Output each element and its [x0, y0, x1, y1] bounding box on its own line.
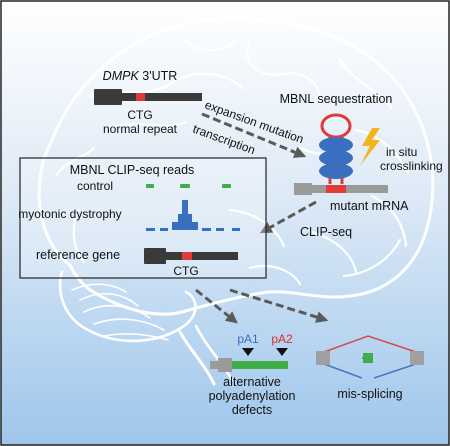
reference-gene-label: reference gene: [36, 248, 120, 262]
clip-seq-arrow-group: CLIP-seq: [259, 200, 352, 239]
dm-read-small-1: [146, 228, 155, 231]
brain-illustration: [37, 16, 435, 386]
dm-read-small-3: [202, 228, 211, 231]
mbnl-proteins: [319, 137, 353, 179]
dmpk-gene-group: DMPK 3'UTR CTG normal repeat: [94, 69, 202, 136]
mbnl-sequestration-label: MBNL sequestration: [280, 92, 393, 106]
mis-splicing-group: mis-splicing: [316, 335, 424, 401]
clip-seq-label: CLIP-seq: [300, 225, 352, 239]
reference-exon-left: [144, 248, 166, 264]
control-read-1: [146, 184, 154, 188]
clip-seq-arrow: [259, 200, 317, 234]
exon-right: [410, 351, 424, 365]
control-reads-track: [146, 184, 231, 188]
pa2-label: pA2: [271, 332, 293, 346]
apa-exon-gray-left: [210, 361, 218, 369]
splice-junction-top: [323, 335, 417, 353]
control-read-2: [180, 184, 190, 188]
mbnl-sequestration-group: MBNL sequestration in situ crosslinking …: [280, 92, 443, 213]
ctg-top-label: CTG: [127, 108, 152, 122]
exon-left: [316, 351, 330, 365]
crosslinking-label: crosslinking: [380, 159, 443, 173]
ctg-normal-repeat-mark: [136, 93, 145, 101]
apa-label-line2: polyadenylation: [209, 389, 296, 403]
reads-title: MBNL CLIP-seq reads: [70, 163, 195, 177]
dm-read-small-4: [216, 228, 224, 231]
splice-junction-bottom: [323, 363, 417, 379]
normal-repeat-label: normal repeat: [103, 122, 178, 136]
reference-utr-bar: [166, 252, 238, 260]
control-label: control: [77, 179, 113, 193]
apa-label-line1: alternative: [223, 375, 281, 389]
mis-splicing-label: mis-splicing: [337, 387, 402, 401]
exon-middle-alternative: [363, 353, 373, 363]
dmpk-exon-left: [94, 89, 122, 105]
splicing-arrow: [229, 288, 329, 323]
mutant-repeat-mark: [326, 185, 346, 193]
dm-reads-track: [146, 200, 240, 231]
pa1-site-marker: [242, 348, 254, 356]
dmpk-label: DMPK 3'UTR: [103, 69, 178, 83]
dm-read-small-5: [232, 228, 240, 231]
apa-group: pA1 pA2 alternative polyadenylation defe…: [209, 332, 296, 417]
ctg-bottom-label: CTG: [173, 264, 198, 278]
reference-ctg-mark: [182, 252, 192, 260]
expansion-arrow: [201, 112, 307, 158]
mutant-mrna-exon: [294, 183, 312, 195]
mutant-mrna-bar: [312, 185, 388, 193]
apa-exon-gray: [218, 358, 232, 372]
lightning-icon: [360, 128, 380, 166]
myotonic-dystrophy-label: myotonic dystrophy: [18, 207, 121, 221]
apa-arrow: [195, 288, 238, 324]
mutant-mrna-label: mutant mRNA: [330, 199, 409, 213]
pa1-label: pA1: [237, 332, 259, 346]
dmpk-utr-bar: [122, 93, 202, 101]
apa-label-line3: defects: [232, 403, 272, 417]
in-situ-label: in situ: [386, 145, 417, 159]
dm-read-small-2: [160, 228, 168, 231]
control-read-3: [222, 184, 231, 188]
dm-read-peak: [182, 200, 188, 230]
clip-reads-panel: MBNL CLIP-seq reads control myotonic dys…: [18, 157, 267, 279]
dm-read-base: [172, 222, 198, 230]
apa-utr-green: [232, 361, 288, 369]
pa2-site-marker: [276, 348, 288, 356]
